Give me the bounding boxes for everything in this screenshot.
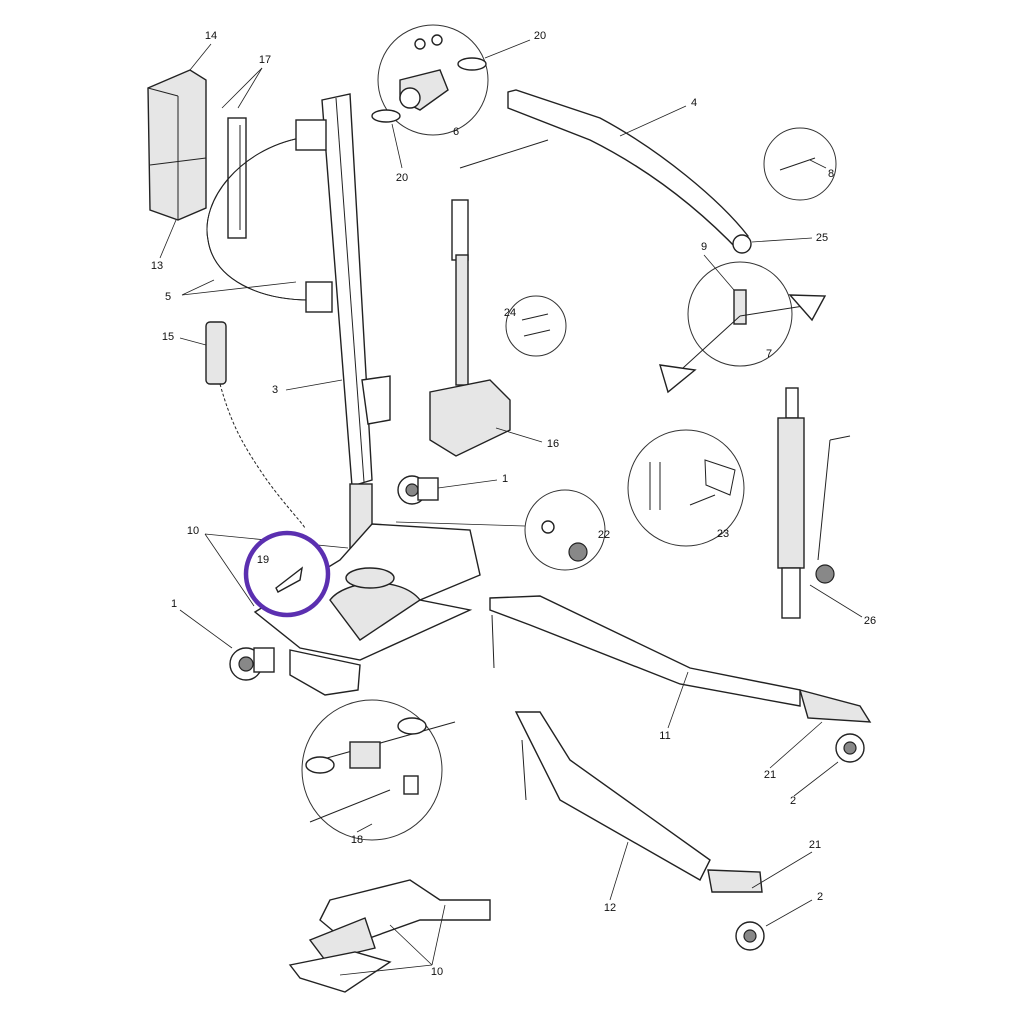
callout-23: 23	[716, 528, 730, 540]
callout-3: 3	[271, 384, 279, 396]
callout-16: 16	[546, 438, 560, 450]
callout-1: 1	[501, 473, 509, 485]
callout-22: 22	[597, 529, 611, 541]
callout-4: 4	[690, 97, 698, 109]
callout-20b: 20	[395, 172, 409, 184]
battery-pack	[147, 69, 207, 221]
callout-18: 18	[350, 834, 364, 846]
caster-wheel	[397, 475, 439, 505]
callout-21b: 21	[808, 839, 822, 851]
callout-15: 15	[161, 331, 175, 343]
hand-control	[205, 321, 306, 529]
callout-10: 10	[186, 525, 200, 537]
callout-1b: 1	[170, 598, 178, 610]
detail-circle-pins	[505, 295, 567, 357]
callout-6: 6	[452, 126, 460, 138]
callout-11: 11	[659, 730, 671, 742]
caster-wheel	[229, 647, 275, 681]
callout-13: 13	[150, 260, 164, 272]
boom-arm	[507, 89, 749, 254]
base-leg-left	[514, 711, 765, 951]
mast	[295, 93, 391, 555]
callout-12: 12	[603, 902, 617, 914]
leader-lines	[159, 39, 863, 976]
leg-linkage	[305, 717, 456, 823]
spreader-bar	[659, 289, 827, 394]
callout-17: 17	[258, 54, 272, 66]
callout-5: 5	[164, 291, 172, 303]
pump-cylinder	[777, 387, 851, 619]
callout-26: 26	[863, 615, 877, 627]
callout-2: 2	[789, 795, 797, 807]
callout-20: 20	[533, 30, 547, 42]
callout-10b: 10	[430, 966, 444, 978]
push-handle	[206, 137, 311, 301]
base-chassis	[253, 523, 481, 696]
cover-plate-19	[275, 566, 303, 593]
callout-8: 8	[827, 168, 835, 180]
boom-mount-bracket	[371, 34, 487, 123]
callout-2b: 2	[816, 891, 824, 903]
callout-14: 14	[204, 30, 218, 42]
battery-bracket	[227, 117, 247, 239]
callout-25: 25	[815, 232, 829, 244]
callout-24: 24	[503, 307, 517, 319]
base-leg-right	[489, 595, 872, 763]
callout-19: 19	[256, 554, 270, 566]
callout-21: 21	[763, 769, 777, 781]
base-cover	[288, 879, 491, 993]
detail-circle-knob	[524, 489, 606, 571]
detail-circle-pin	[763, 127, 837, 201]
callout-7: 7	[765, 348, 773, 360]
detail-circle-hardware	[627, 429, 745, 547]
callout-9: 9	[700, 241, 708, 253]
highlight-circle	[243, 530, 331, 618]
actuator	[429, 139, 549, 457]
